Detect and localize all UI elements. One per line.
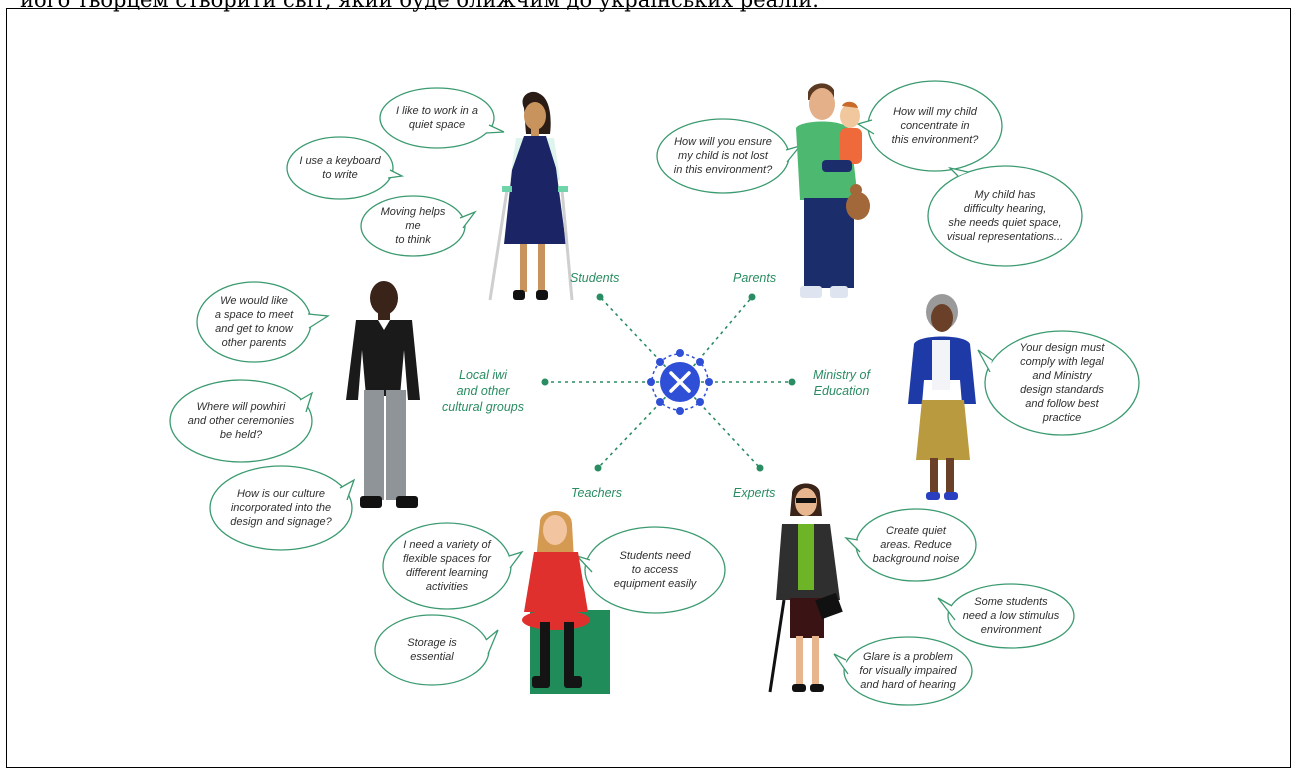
speech-bubble-shape	[374, 614, 499, 686]
quote-parents-3: My child has difficulty hearing, she nee…	[946, 189, 1064, 243]
speech-bubble-shape	[977, 330, 1140, 436]
connector-lines	[545, 296, 792, 469]
speech-bubble-shape	[937, 583, 1075, 649]
group-label-students: Students	[570, 271, 620, 285]
group-label-teachers: Teachers	[571, 486, 622, 500]
quote-teachers-3: Storage is essential	[407, 637, 457, 663]
speech-bubble-shape	[833, 636, 973, 706]
quote-ministry-1: Your design must comply with legal and M…	[1019, 342, 1105, 424]
quote-iwi-2: Where will powhiri and other ceremonies …	[187, 401, 295, 441]
speech-bubble-shape	[856, 80, 1003, 172]
speech-bubble-shape	[196, 281, 330, 363]
quote-parents-1: How will you ensure my child is not lost…	[673, 136, 773, 176]
speech-bubble-shape	[574, 526, 726, 614]
quote-students-3: Moving helps me to think	[380, 206, 446, 246]
parent-father-holding-child	[796, 83, 870, 298]
quote-teachers-1: I need a variety of flexible spaces for …	[402, 539, 492, 593]
pencil-ruler-cross-icon	[647, 349, 713, 415]
quote-students-2: I use a keyboard to write	[299, 155, 381, 181]
quote-teachers-2: Students need to access equipment easily	[613, 550, 697, 590]
speech-bubble-shape	[286, 136, 405, 200]
top-text: його творцем створити світ, який буде бл…	[20, 0, 819, 12]
student-girl-with-crutches	[488, 91, 574, 301]
speech-bubble-shape	[209, 465, 356, 551]
quote-students-1: I like to work in a quiet space	[396, 105, 478, 131]
speech-bubble-shape	[382, 522, 524, 610]
speech-bubble-shape	[360, 195, 477, 257]
expert-woman-with-cane	[768, 483, 843, 693]
quote-iwi-3: How is our culture incorporated into the…	[230, 488, 332, 528]
group-label-local-iwi: Local iwi and other cultural groups	[442, 368, 524, 414]
teacher-woman	[522, 511, 610, 694]
quote-experts-2: Some students need a low stimulus enviro…	[962, 596, 1060, 636]
connector-endpoints	[541, 293, 796, 472]
quote-iwi-1: We would like a space to meet and get to…	[214, 295, 294, 349]
speech-bubble-shape	[169, 379, 314, 463]
quote-parents-2: How will my child concentrate in this en…	[891, 106, 979, 146]
quote-experts-1: Create quiet areas. Reduce background no…	[872, 525, 960, 565]
speech-bubble-shape	[844, 508, 977, 582]
speech-bubble-shape	[927, 165, 1083, 267]
group-label-experts: Experts	[733, 486, 776, 500]
speech-bubble-shape	[379, 87, 505, 149]
iwi-man	[346, 281, 420, 508]
group-label-parents: Parents	[733, 271, 777, 285]
ministry-woman	[908, 294, 976, 500]
speech-bubble-shape	[656, 118, 802, 194]
group-label-ministry: Ministry of Education	[813, 368, 870, 398]
quote-experts-3: Glare is a problem for visually impaired…	[859, 651, 957, 691]
